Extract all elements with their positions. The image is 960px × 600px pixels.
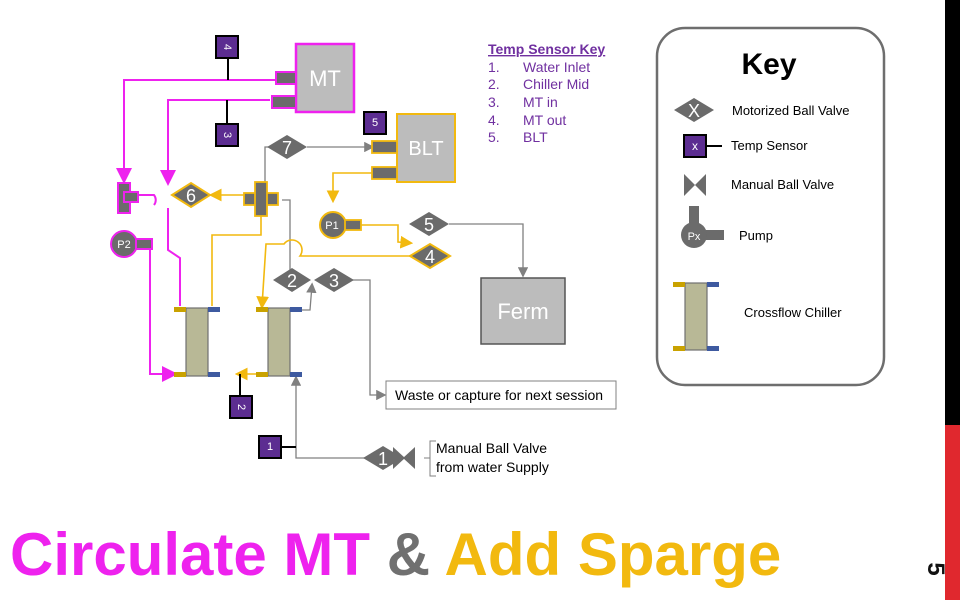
temp-key-title: Temp Sensor Key xyxy=(488,41,605,57)
svg-text:Crossflow Chiller: Crossflow Chiller xyxy=(744,305,842,320)
slide-number: 5 xyxy=(922,562,949,576)
sensor-2: 2 xyxy=(229,374,253,419)
svg-text:BLT: BLT xyxy=(523,129,548,145)
legend: Key X Motorized Ball Valve x Temp Sensor… xyxy=(655,26,886,387)
chiller-1 xyxy=(174,307,220,377)
sparge-lines xyxy=(208,172,414,381)
svg-text:Motorized Ball Valve: Motorized Ball Valve xyxy=(732,103,850,118)
svg-text:1: 1 xyxy=(267,441,273,453)
svg-text:MT out: MT out xyxy=(523,112,566,128)
svg-text:4: 4 xyxy=(221,44,233,50)
sensor-1: 1 xyxy=(258,435,296,459)
fermenter: Ferm xyxy=(480,277,566,345)
waste-callout: Waste or capture for next session xyxy=(385,380,617,410)
svg-text:Px: Px xyxy=(688,231,701,243)
valve-1: 1 xyxy=(363,446,415,470)
pump-1: P1 xyxy=(319,211,362,239)
valve-2: 2 xyxy=(273,268,311,292)
sensor-3: 3 xyxy=(215,100,239,147)
svg-text:6: 6 xyxy=(186,186,196,206)
ferm-label: Ferm xyxy=(497,299,548,324)
svg-text:Water Inlet: Water Inlet xyxy=(523,59,590,75)
svg-text:3: 3 xyxy=(221,132,233,138)
svg-text:3.: 3. xyxy=(488,94,500,110)
svg-text:1: 1 xyxy=(378,449,388,469)
valve-3: 3 xyxy=(314,268,354,292)
svg-text:Temp Sensor: Temp Sensor xyxy=(731,138,808,153)
mt-loop-lines xyxy=(116,79,276,382)
temp-sensor-key: Temp Sensor Key 1. Water Inlet 2. Chiller … xyxy=(488,41,605,145)
valve-7: 7 xyxy=(267,135,307,159)
boil-lauter-tank: BLT xyxy=(371,113,456,183)
svg-text:5: 5 xyxy=(424,215,434,235)
sensor-5: 5 xyxy=(363,111,387,135)
pump-2: P2 xyxy=(110,182,153,258)
valve-6: 6 xyxy=(170,181,212,209)
svg-text:X: X xyxy=(688,101,700,121)
title-part-ampersand: & xyxy=(386,521,431,588)
svg-text:5: 5 xyxy=(372,117,378,129)
svg-text:4: 4 xyxy=(425,247,435,267)
svg-text:3: 3 xyxy=(329,271,339,291)
pump-1-label: P1 xyxy=(325,220,338,232)
svg-text:5.: 5. xyxy=(488,129,500,145)
svg-text:Chiller Mid: Chiller Mid xyxy=(523,76,589,92)
svg-text:MT in: MT in xyxy=(523,94,558,110)
valve-5: 5 xyxy=(409,212,449,236)
mash-tun: MT xyxy=(271,42,356,114)
blt-label: BLT xyxy=(408,138,443,160)
sensor-4: 4 xyxy=(215,35,239,80)
cross-manifold xyxy=(243,181,279,217)
svg-text:Pump: Pump xyxy=(739,228,773,243)
mt-label: MT xyxy=(309,66,341,91)
svg-text:Waste or capture for next sess: Waste or capture for next session xyxy=(395,387,603,403)
chiller-2 xyxy=(256,307,302,377)
svg-text:x: x xyxy=(692,139,698,153)
legend-title: Key xyxy=(741,48,796,81)
slide-title: Circulate MT & Add Sparge xyxy=(10,520,781,589)
svg-text:2: 2 xyxy=(287,271,297,291)
svg-text:Manual Ball Valve: Manual Ball Valve xyxy=(436,440,547,456)
title-part-sparge: Add Sparge xyxy=(444,521,782,588)
manual-valve-callout: Manual Ball Valve from water Supply xyxy=(424,440,549,477)
valve-4: 4 xyxy=(408,242,452,270)
title-part-circulate: Circulate MT xyxy=(10,521,371,588)
svg-text:4.: 4. xyxy=(488,112,500,128)
svg-text:from water Supply: from water Supply xyxy=(436,459,549,475)
svg-text:2.: 2. xyxy=(488,76,500,92)
svg-text:2: 2 xyxy=(235,404,247,410)
svg-text:7: 7 xyxy=(282,138,292,158)
pump-2-label: P2 xyxy=(117,239,130,251)
svg-text:Manual Ball Valve: Manual Ball Valve xyxy=(731,177,834,192)
svg-text:1.: 1. xyxy=(488,59,500,75)
side-bar-accent xyxy=(945,425,960,600)
